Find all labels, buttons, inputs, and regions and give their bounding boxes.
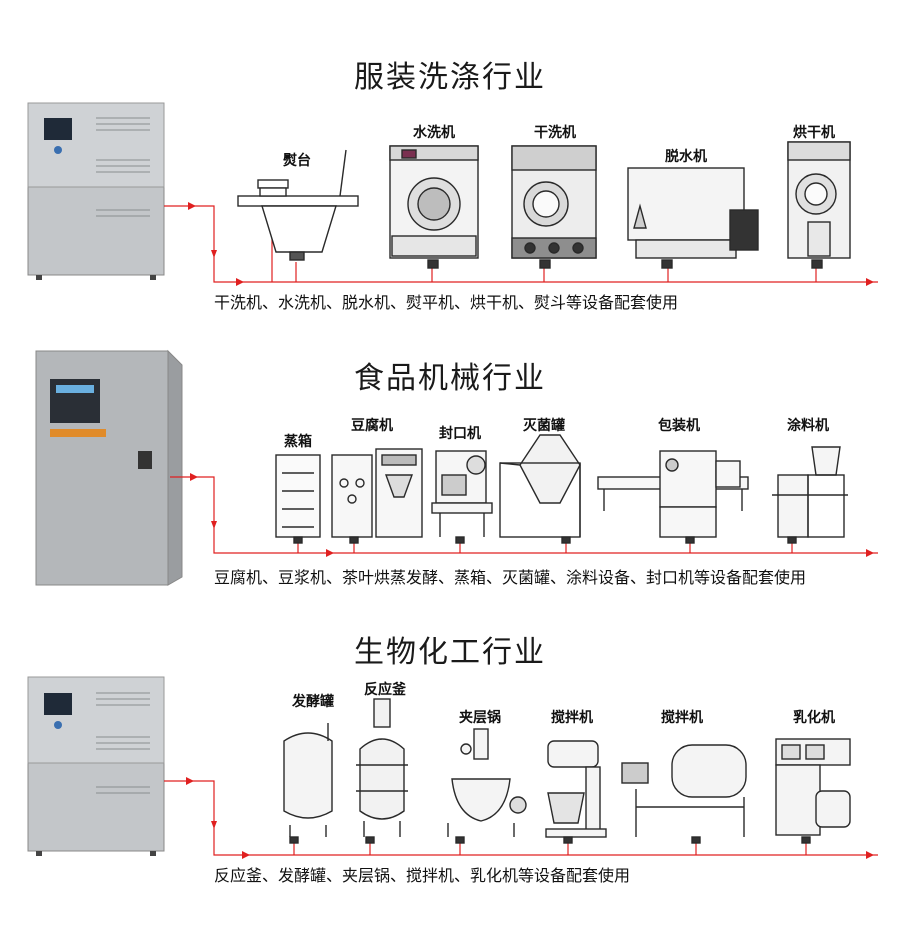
steam-generator: [35, 349, 183, 586]
machine-label-jacketed-kettle: 夹层锅: [459, 710, 501, 726]
section-caption: 豆腐机、豆浆机、茶叶烘蒸发酵、蒸箱、灭菌罐、涂料设备、封口机等设备配套使用: [214, 568, 807, 587]
steam-generator: [27, 676, 165, 856]
packaging-machine: [597, 450, 749, 544]
section-title: 生物化工行业: [354, 635, 546, 670]
fermentation-tank: [283, 723, 333, 844]
section-biochemical: 生物化工行业: [0, 615, 900, 947]
steam-cabinet: [275, 454, 321, 544]
garment-diagram: [27, 102, 878, 286]
horizontal-mixer: [621, 744, 747, 844]
machine-label-reactor-kettle: 反应釜: [364, 682, 406, 698]
section-garment-washing: 服装洗涤行业: [0, 0, 900, 315]
machine-label-steam-cabinet: 蒸箱: [284, 434, 312, 450]
machine-label-dry-cleaner: 干洗机: [534, 125, 576, 141]
food-diagram: [35, 349, 878, 586]
reactor-kettle: [356, 698, 408, 844]
jacketed-kettle: [447, 728, 527, 844]
machine-label-tumble-dryer: 烘干机: [793, 125, 835, 141]
stand-mixer: [545, 740, 607, 844]
machine-label-washer: 水洗机: [413, 125, 455, 141]
pipe-arrows: [190, 473, 874, 557]
section-food-machinery: 食品机械行业: [0, 315, 900, 615]
spin-dryer: [627, 167, 759, 269]
emulsifier: [775, 738, 851, 844]
machine-label-packaging-machine: 包装机: [658, 418, 700, 434]
machine-label-emulsifier: 乳化机: [793, 710, 835, 726]
section-caption: 干洗机、水洗机、脱水机、熨平机、烘干机、熨斗等设备配套使用: [214, 293, 679, 312]
machine-label-coating-machine: 涂料机: [787, 418, 829, 434]
sealing-machine: [431, 450, 493, 544]
tofu-machine: [331, 448, 423, 544]
section-title: 食品机械行业: [354, 361, 546, 396]
machine-label-stand-mixer: 搅拌机: [551, 710, 593, 726]
sterilization-tank: [499, 434, 581, 544]
dry-cleaning-machine: [511, 145, 597, 269]
ironing-table: [237, 149, 359, 261]
steam-pipe: [164, 780, 878, 856]
tumble-dryer: [787, 141, 851, 269]
section-caption: 反应釜、发酵罐、夹层锅、搅拌机、乳化机等设备配套使用: [214, 866, 631, 885]
biochem-diagram: [27, 676, 878, 859]
coating-machine: [772, 446, 848, 544]
machine-label-fermentation-tank: 发酵罐: [292, 694, 334, 710]
machine-label-ironing-table: 熨台: [283, 153, 311, 169]
machine-label-sealing-machine: 封口机: [439, 426, 481, 442]
pipe-arrows: [186, 777, 874, 859]
machine-label-sterilization-tank: 灭菌罐: [523, 418, 565, 434]
washing-machine: [389, 145, 479, 269]
machine-label-tofu-machine: 豆腐机: [351, 418, 393, 434]
section-title: 服装洗涤行业: [354, 60, 546, 95]
machine-label-spin-dryer: 脱水机: [665, 149, 707, 165]
steam-generator: [27, 102, 165, 280]
pipe-arrows: [188, 202, 874, 286]
machine-label-horizontal-mixer: 搅拌机: [661, 710, 703, 726]
